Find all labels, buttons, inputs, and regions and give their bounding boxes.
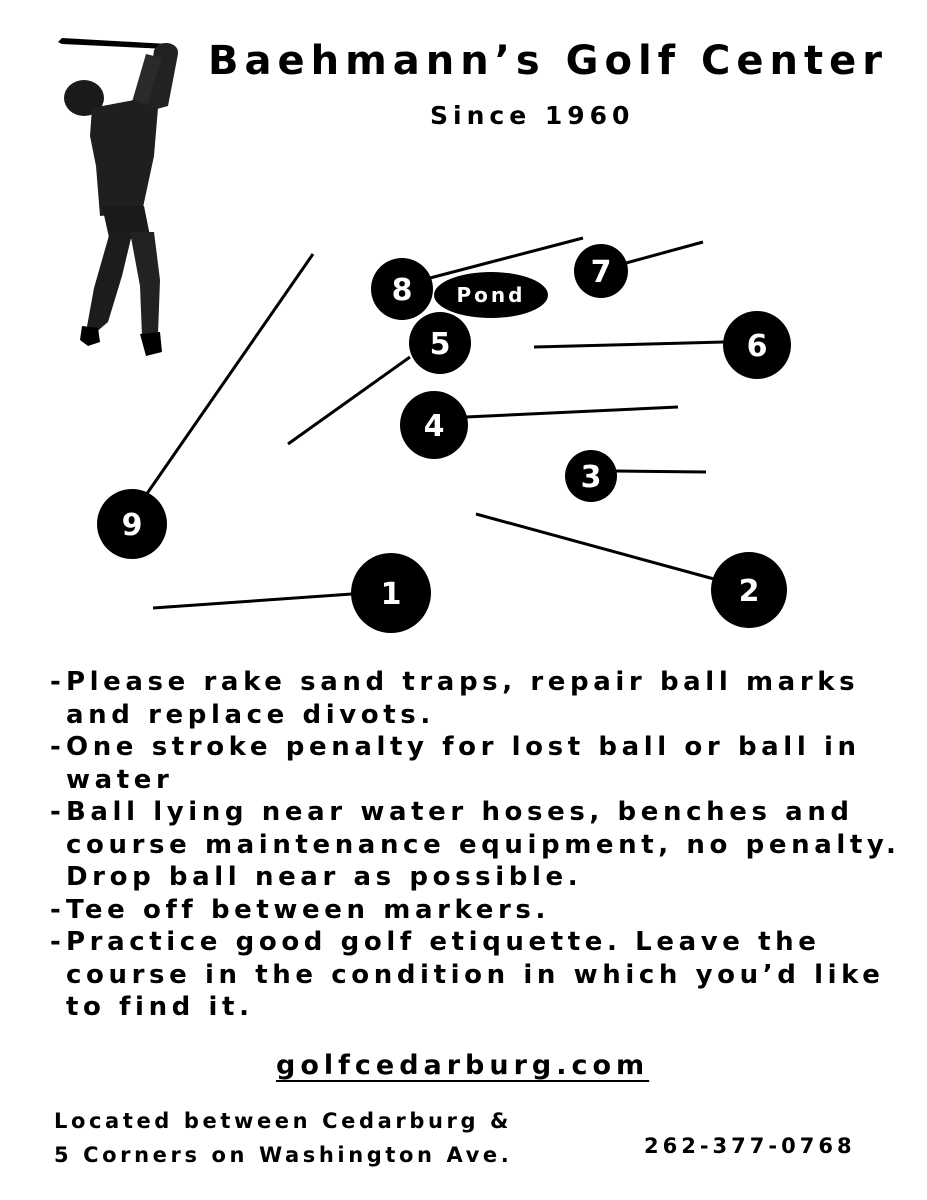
hole-1-fairway bbox=[152, 592, 353, 610]
rule-text: Ball lying near water hoses, benches and… bbox=[66, 797, 901, 892]
page-subtitle: Since 1960 bbox=[430, 101, 635, 130]
address-line: 5 Corners on Washington Ave. bbox=[54, 1143, 513, 1167]
rule-text: One stroke penalty for lost ball or ball… bbox=[66, 732, 861, 795]
hole-marker-6: 6 bbox=[723, 311, 791, 379]
rule-item: -One stroke penalty for lost ball or bal… bbox=[50, 731, 910, 796]
hole-number: 4 bbox=[424, 409, 445, 444]
hole-number: 7 bbox=[591, 255, 612, 290]
pond: Pond bbox=[434, 272, 548, 318]
course-map: Pond 8 7 5 6 4 3 9 bbox=[97, 236, 791, 633]
hole-marker-1: 1 bbox=[351, 553, 431, 633]
hole-3-fairway bbox=[615, 469, 707, 474]
pond-label: Pond bbox=[457, 283, 526, 307]
hole-4-fairway bbox=[465, 405, 679, 419]
rule-item: -Tee off between markers. bbox=[50, 894, 910, 927]
rule-dash: - bbox=[50, 927, 66, 957]
hole-marker-3: 3 bbox=[565, 450, 617, 502]
hole-number: 6 bbox=[747, 329, 768, 364]
hole-8-fairway bbox=[429, 236, 584, 280]
hole-number: 2 bbox=[739, 574, 760, 609]
hole-marker-2: 2 bbox=[711, 552, 787, 628]
address-block: Located between Cedarburg & 5 Corners on… bbox=[54, 1104, 512, 1172]
phone-number: 262-377-0768 bbox=[644, 1134, 856, 1158]
hole-2-fairway bbox=[475, 512, 715, 581]
rule-dash: - bbox=[50, 894, 66, 925]
rule-text: Please rake sand traps, repair ball mark… bbox=[66, 667, 860, 730]
golfer-silhouette-icon bbox=[50, 36, 190, 370]
hole-marker-9: 9 bbox=[97, 489, 167, 559]
rule-item: -Practice good golf etiquette. Leave the… bbox=[50, 926, 910, 1024]
hole-marker-8: 8 bbox=[371, 258, 433, 320]
hole-marker-4: 4 bbox=[400, 391, 468, 459]
rule-dash: - bbox=[50, 797, 66, 827]
hole-number: 8 bbox=[392, 273, 413, 308]
hole-6-fairway bbox=[533, 340, 725, 349]
rule-text: Practice good golf etiquette. Leave the … bbox=[66, 927, 885, 1022]
course-rules-list: -Please rake sand traps, repair ball mar… bbox=[50, 666, 910, 1024]
hole-5-fairway bbox=[287, 355, 411, 446]
hole-number: 3 bbox=[581, 460, 602, 495]
rule-dash: - bbox=[50, 667, 66, 697]
hole-number: 9 bbox=[122, 508, 143, 543]
address-line: Located between Cedarburg & bbox=[54, 1109, 512, 1133]
page-title: Baehmann’s Golf Center bbox=[208, 38, 888, 84]
hole-9-fairway bbox=[144, 253, 315, 496]
rule-text: Tee off between markers. bbox=[66, 894, 550, 925]
website-link[interactable]: golfcedarburg.com bbox=[276, 1050, 650, 1081]
rule-item: -Ball lying near water hoses, benches an… bbox=[50, 796, 910, 894]
rule-item: -Please rake sand traps, repair ball mar… bbox=[50, 666, 910, 731]
hole-7-fairway bbox=[625, 240, 704, 265]
rule-dash: - bbox=[50, 732, 66, 762]
hole-marker-5: 5 bbox=[409, 312, 471, 374]
hole-number: 1 bbox=[381, 577, 402, 612]
hole-marker-7: 7 bbox=[574, 244, 628, 298]
hole-number: 5 bbox=[430, 327, 451, 362]
